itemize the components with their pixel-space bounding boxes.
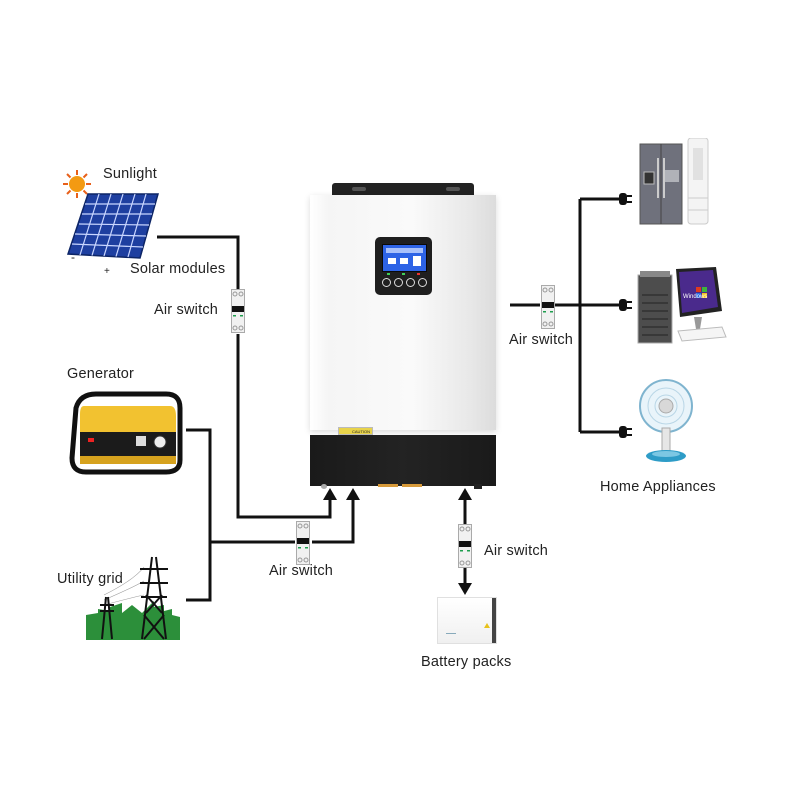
load-bus-wire — [555, 197, 625, 434]
power-tower-icon — [86, 556, 180, 640]
air-switch-icon — [541, 285, 555, 329]
generator-icon — [69, 391, 183, 475]
computer-icon — [637, 267, 727, 344]
solar-wire — [157, 235, 240, 290]
arrow-up-icon — [323, 488, 337, 500]
load-air-switch-label: Air switch — [509, 332, 574, 348]
fan-icon — [639, 379, 693, 462]
inverter-button-3[interactable] — [406, 278, 415, 287]
inverter-button-1[interactable] — [382, 278, 391, 287]
computer-screen-text: Windows — [683, 294, 708, 300]
plug-icon — [619, 193, 632, 205]
solar-air-switch-label: Air switch — [154, 302, 219, 318]
caution-sticker: CAUTION — [338, 427, 373, 435]
sun-icon — [63, 170, 91, 198]
arrow-down-icon — [458, 583, 472, 595]
home-appliances-label: Home Appliances — [600, 479, 716, 495]
solar-wire-lower — [236, 334, 332, 519]
air-switch-icon — [231, 289, 245, 333]
air-switch-icon — [458, 524, 472, 568]
inverter-base — [310, 435, 496, 486]
solar-plus-label: + — [104, 266, 111, 277]
ac-input-air-switch-label: Air switch — [269, 563, 334, 579]
generator-label: Generator — [67, 366, 135, 382]
inverter-button-4[interactable] — [418, 278, 427, 287]
air-switch-icon — [296, 521, 310, 565]
sunlight-label: Sunlight — [103, 166, 157, 182]
inverter-mounting-bracket — [332, 183, 474, 195]
ac-input-wire-right — [312, 500, 355, 544]
plug-icon — [619, 426, 632, 438]
battery-pack-icon — [437, 597, 497, 644]
lcd-screen — [382, 244, 427, 272]
inverter-body — [310, 195, 496, 430]
arrow-up-icon — [346, 488, 360, 500]
solar-modules-label: Solar modules — [130, 261, 226, 277]
utility-grid-label: Utility grid — [57, 571, 124, 587]
battery-air-switch-label: Air switch — [484, 543, 549, 559]
inverter-lcd-panel — [375, 237, 432, 295]
solar-panel-icon — [66, 193, 159, 259]
refrigerator-icon — [639, 138, 709, 225]
arrow-up-icon — [458, 488, 472, 500]
plug-icon — [619, 299, 632, 311]
generator-wire — [186, 428, 212, 602]
inverter-button-2[interactable] — [394, 278, 403, 287]
solar-minus-label: - — [71, 250, 76, 264]
battery-packs-label: Battery packs — [421, 654, 512, 670]
